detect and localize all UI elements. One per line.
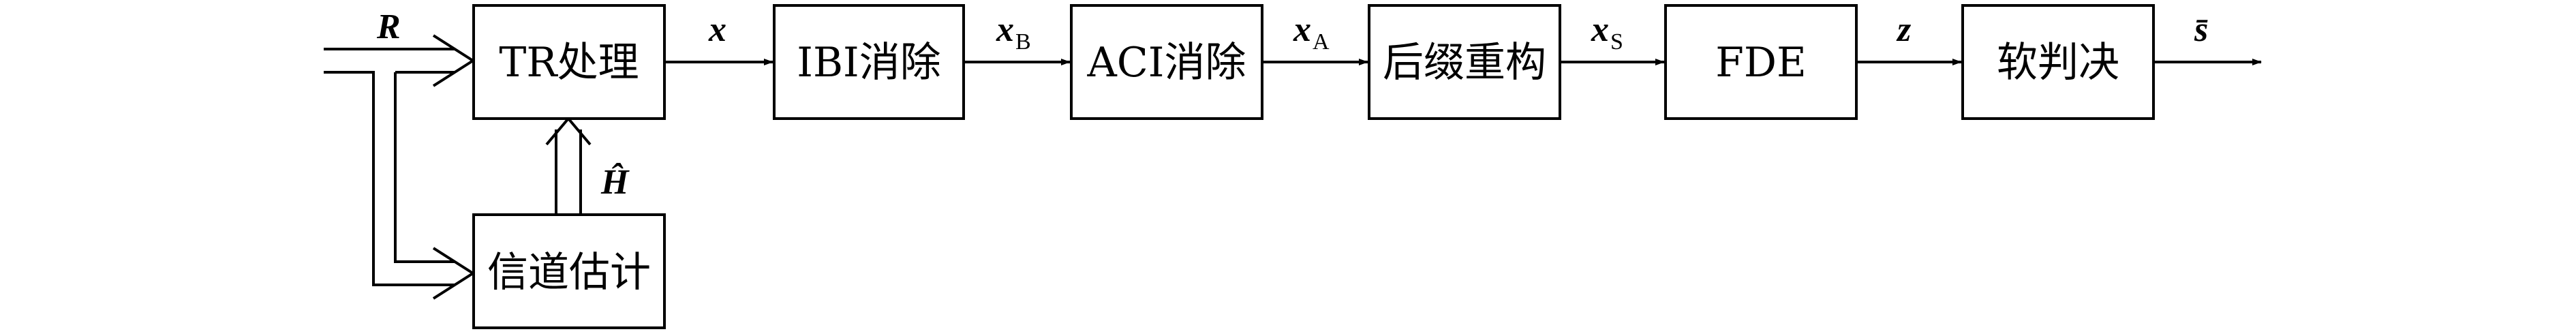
block-suffix-label: 后缀重构 (1383, 39, 1546, 87)
block-ibi-cancel: IBI消除 (773, 4, 965, 120)
input-double-arrow (324, 34, 476, 300)
block-fde: FDE (1664, 4, 1858, 120)
block-aci-label: ACI消除 (1087, 39, 1246, 87)
signal-xa-label: xA (1293, 10, 1330, 55)
h-hat-double-arrow (545, 116, 592, 215)
signal-r-label: R (376, 7, 401, 46)
signal-z-label: z (1896, 10, 1912, 49)
block-tr-label: TR处理 (499, 39, 639, 87)
block-ibi-label: IBI消除 (797, 39, 941, 87)
signal-xb-label: xB (996, 10, 1031, 55)
signal-x-label: x (708, 10, 726, 49)
block-soft-decision: 软判决 (1961, 4, 2155, 120)
signal-h-hat-label: Ĥ (600, 162, 630, 202)
block-soft-label: 软判决 (1997, 39, 2119, 87)
block-suffix-rebuild: 后缀重构 (1368, 4, 1561, 120)
block-fde-label: FDE (1715, 39, 1807, 87)
block-aci-cancel: ACI消除 (1070, 4, 1263, 120)
block-channel-estimation: 信道估计 (472, 213, 666, 329)
signal-xs-label: xS (1591, 10, 1623, 55)
block-tr-processing: TR处理 (472, 4, 666, 120)
signal-s-bar-label: s̄ (2194, 10, 2208, 49)
block-chest-label: 信道估计 (487, 249, 651, 296)
